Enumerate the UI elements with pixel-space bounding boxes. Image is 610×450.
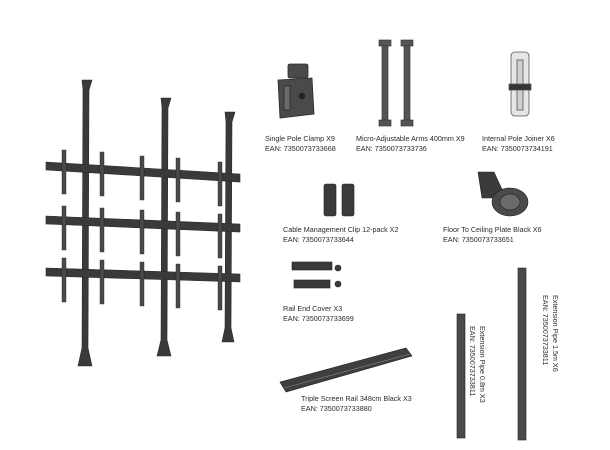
extension-pipe-08m-image [456, 313, 466, 439]
product-ean: EAN: 7350073733699 [283, 314, 354, 323]
single-pole-clamp-image [277, 63, 315, 119]
product-name: Micro-Adjustable Arms 400mm X9 [356, 134, 465, 143]
product-name: Extension Pipe 0.8m X3 [478, 326, 487, 403]
extension-pipe-15m-caption: Extension Pipe 1.5m X6 EAN: 735007373381… [540, 295, 560, 372]
internal-pole-joiner-image [508, 51, 532, 117]
micro-adjustable-arms-caption: Micro-Adjustable Arms 400mm X9 EAN: 7350… [356, 134, 465, 154]
product-name: Extension Pipe 1.5m X6 [551, 295, 560, 372]
product-name: Cable Management Clip 12-pack X2 [283, 225, 399, 234]
cable-management-clip-caption: Cable Management Clip 12-pack X2 EAN: 73… [283, 225, 398, 245]
floor-to-ceiling-plate-caption: Floor To Ceiling Plate Black X6 EAN: 735… [443, 225, 542, 245]
product-name: Internal Pole Joiner X6 [482, 134, 555, 143]
cable-management-clip-image [323, 183, 355, 217]
product-name: Triple Screen Rail 348cm Black X3 [301, 394, 412, 403]
product-name: Rail End Cover X3 [283, 304, 343, 313]
micro-adjustable-arms-image [378, 39, 414, 127]
extension-pipe-15m-image [517, 267, 527, 441]
product-ean: EAN: 7350073733811 [541, 295, 550, 366]
product-ean: EAN: 7350073733668 [265, 144, 336, 153]
triple-screen-rail-caption: Triple Screen Rail 348cm Black X3 EAN: 7… [301, 394, 412, 414]
product-ean: EAN: 7350073733811 [468, 326, 477, 397]
product-ean: EAN: 7350073733880 [301, 404, 372, 413]
extension-pipe-08m-caption: Extension Pipe 0.8m X3 EAN: 735007373381… [467, 326, 487, 403]
rail-end-cover-image [291, 261, 342, 289]
product-ean: EAN: 7350073733644 [283, 235, 354, 244]
internal-pole-joiner-caption: Internal Pole Joiner X6 EAN: 73500737341… [482, 134, 555, 154]
product-name: Floor To Ceiling Plate Black X6 [443, 225, 542, 234]
floor-to-ceiling-plate-image [477, 171, 529, 217]
product-ean: EAN: 7350073733651 [443, 235, 514, 244]
rail-end-cover-caption: Rail End Cover X3 EAN: 7350073733699 [283, 304, 354, 324]
single-pole-clamp-caption: Single Pole Clamp X9 EAN: 7350073733668 [265, 134, 336, 154]
triple-screen-rail-image [279, 347, 413, 393]
product-ean: EAN: 7350073733736 [356, 144, 427, 153]
video-wall-stand-image [45, 79, 241, 367]
product-ean: EAN: 7350073734191 [482, 144, 553, 153]
product-name: Single Pole Clamp X9 [265, 134, 335, 143]
